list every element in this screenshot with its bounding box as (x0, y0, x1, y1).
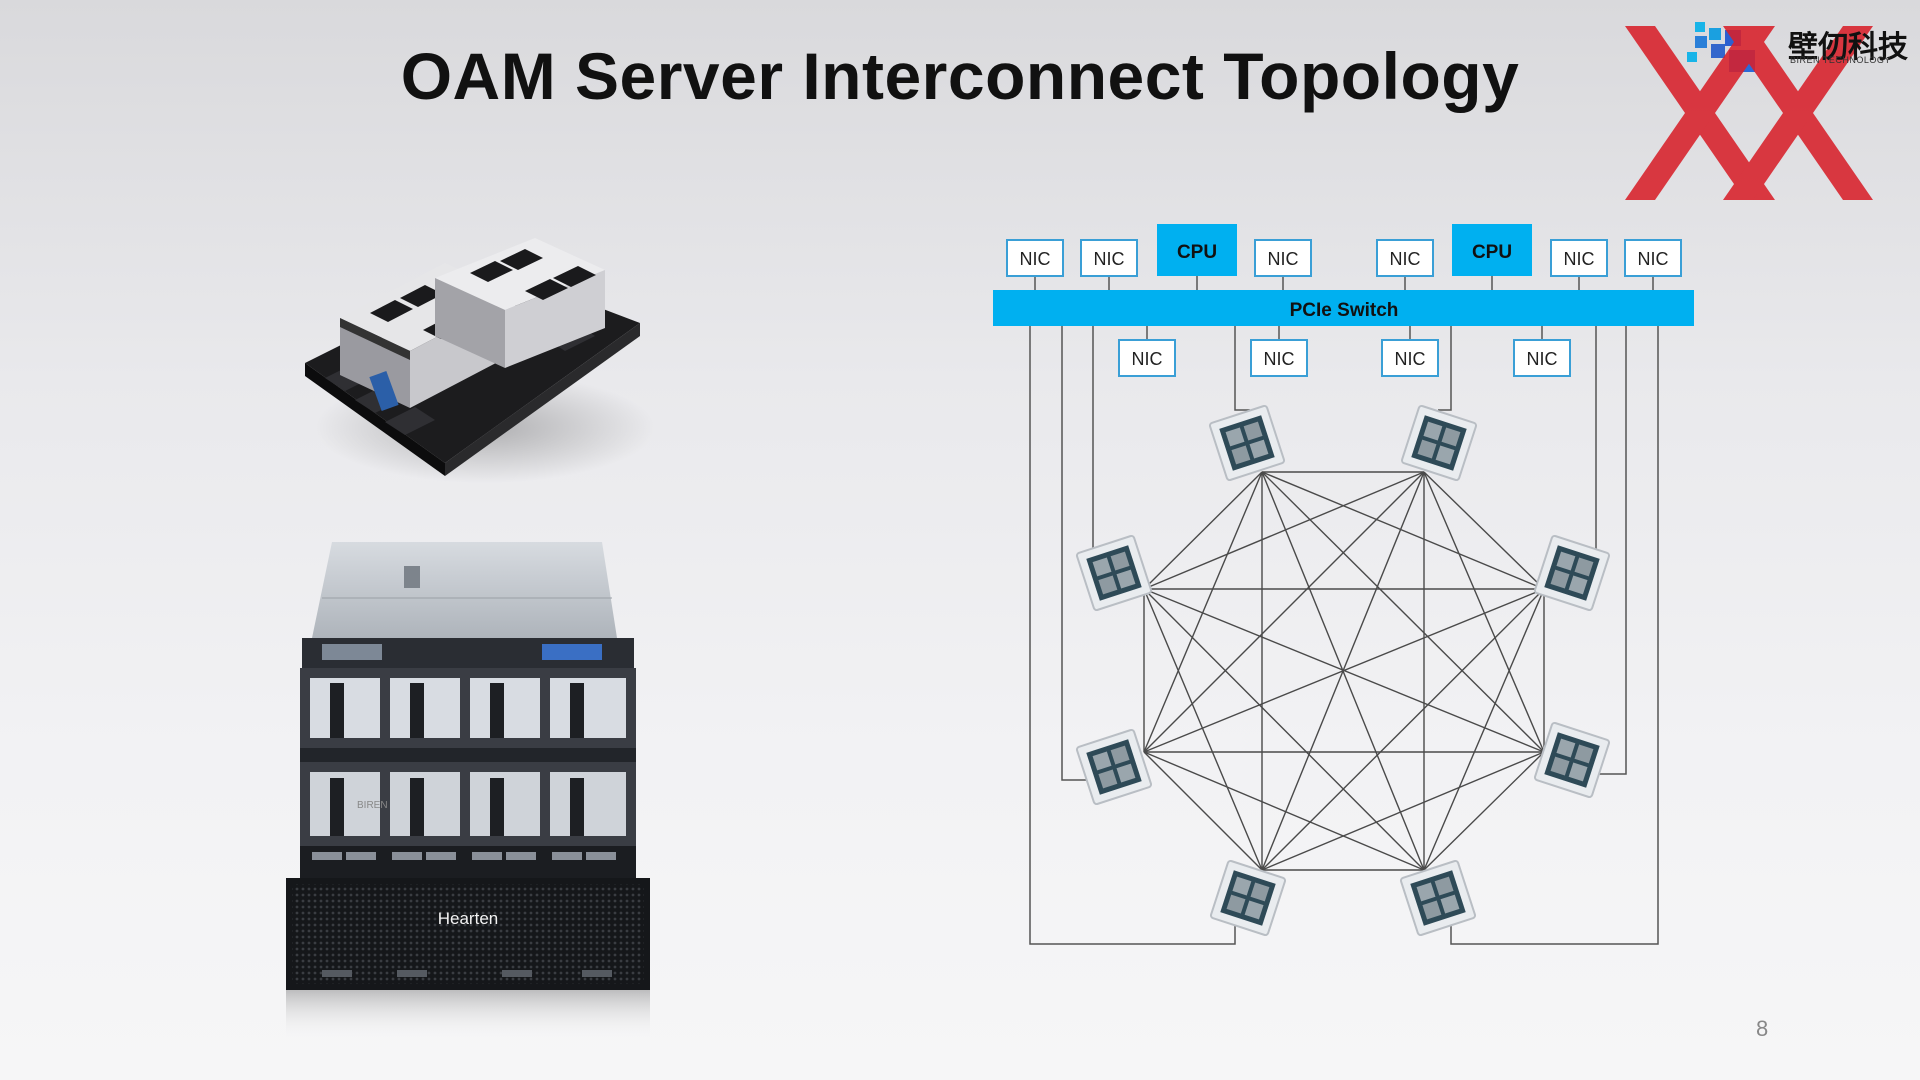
logo-text-cn: 壁仞科技 (1788, 30, 1908, 65)
nic-box (1250, 339, 1308, 377)
top-row: NIC NIC CPU NIC NIC CPU NIC NIC (1006, 224, 1682, 277)
mesh-links (1143, 471, 1545, 871)
pcie-links (1029, 326, 1659, 945)
cpu-label: CPU (1472, 242, 1512, 263)
oam-chip-icon (1209, 859, 1287, 937)
nic-label: NIC (1390, 249, 1421, 269)
logo-text-en: BIREN TECHNOLOGY (1790, 55, 1891, 65)
brand-label: Hearten (438, 909, 498, 928)
nic-box (1118, 339, 1176, 377)
nic-box (1006, 239, 1064, 277)
cpu-box (1452, 224, 1532, 276)
server-photo: BIREN Hearten (286, 542, 650, 1038)
nic-label: NIC (1268, 249, 1299, 269)
nic-box (1080, 239, 1138, 277)
oam-chip-icon (1075, 534, 1153, 612)
pcie-switch-label: PCIe Switch (1290, 300, 1399, 321)
oam-chip-icon (1075, 728, 1153, 806)
oam-chip-icon (1208, 404, 1286, 482)
pcie-switch (993, 290, 1694, 326)
oam-module-photo (305, 238, 655, 483)
slide-title: OAM Server Interconnect Topology (400, 39, 1520, 113)
cpu-label: CPU (1177, 242, 1217, 263)
nic-label: NIC (1020, 249, 1051, 269)
nic-box (1376, 239, 1434, 277)
nic-label: NIC (1638, 249, 1669, 269)
nic-label: NIC (1264, 349, 1295, 369)
nic-box (1254, 239, 1312, 277)
oam-chip-icon (1533, 721, 1611, 799)
biren-logo (1625, 22, 1873, 200)
nic-label: NIC (1527, 349, 1558, 369)
nic-label: NIC (1094, 249, 1125, 269)
nic-box (1550, 239, 1608, 277)
nic-label: NIC (1132, 349, 1163, 369)
oam-chip-icon (1400, 404, 1478, 482)
nic-box (1381, 339, 1439, 377)
watermark-xx-icon (1625, 26, 1873, 200)
page-number: 8 (1756, 1016, 1769, 1041)
cpu-box (1157, 224, 1237, 276)
oam-chip-icon (1399, 859, 1477, 937)
nic-label: NIC (1564, 249, 1595, 269)
module-label: BIREN (357, 800, 388, 811)
nic-label: NIC (1395, 349, 1426, 369)
bottom-nic-row: NIC NIC NIC NIC (1118, 339, 1571, 377)
nic-box (1513, 339, 1571, 377)
nic-box (1624, 239, 1682, 277)
oam-chip-icon (1533, 534, 1611, 612)
